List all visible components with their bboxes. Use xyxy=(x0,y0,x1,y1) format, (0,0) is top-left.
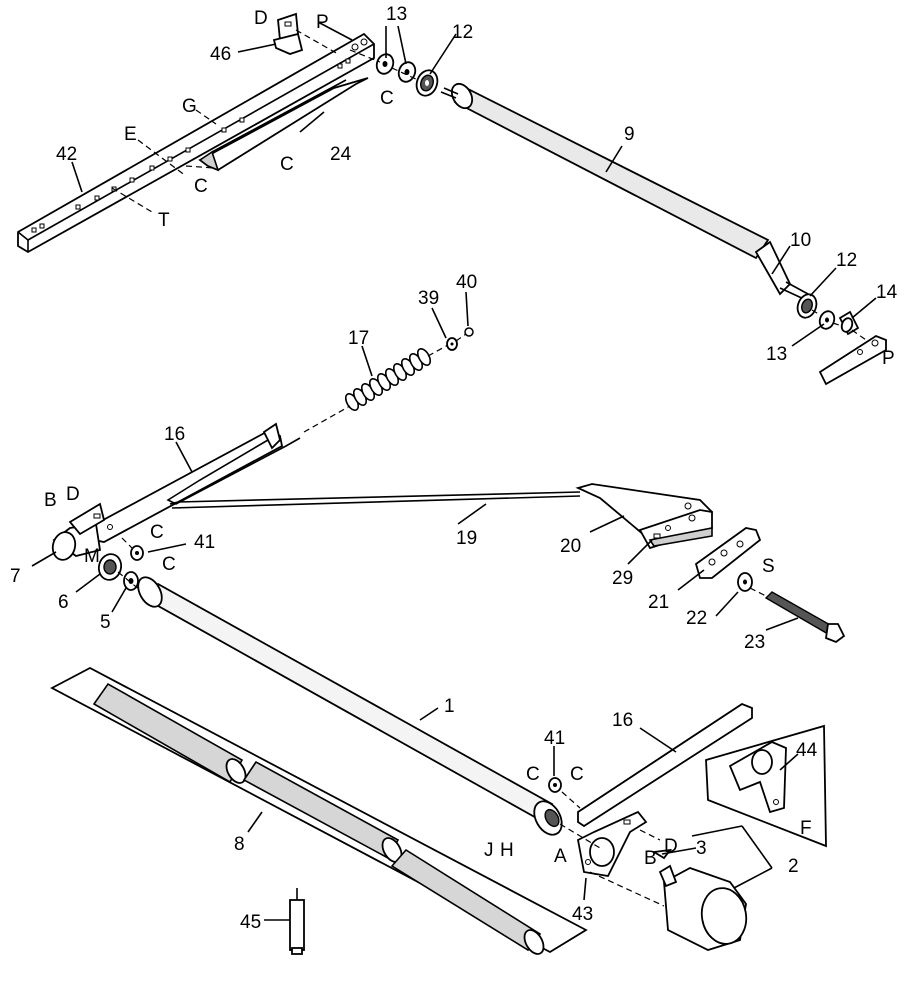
callout-5: 5 xyxy=(100,612,111,633)
letter-e: E xyxy=(124,124,137,145)
callout-21: 21 xyxy=(648,592,669,613)
callout-24: 24 xyxy=(330,144,352,165)
side-plate-right-partial xyxy=(818,334,887,386)
roller-9 xyxy=(440,82,809,301)
letter-t: T xyxy=(158,210,170,231)
callout-46: 46 xyxy=(210,44,231,65)
bearing-6 xyxy=(97,553,123,581)
callout-43: 43 xyxy=(572,904,593,925)
leader-lines xyxy=(31,21,877,921)
letter-c-top: C xyxy=(380,88,394,109)
spring-arm-16 xyxy=(91,422,301,543)
callout-44: 44 xyxy=(796,740,818,761)
letter-g: G xyxy=(182,96,197,117)
callout-2: 2 xyxy=(788,856,799,877)
callout-42: 42 xyxy=(56,144,77,165)
callout-12-top: 12 xyxy=(452,22,473,43)
letter-p-right: P xyxy=(882,348,895,369)
callout-16-bottom: 16 xyxy=(612,710,633,731)
letter-f: F xyxy=(800,818,812,839)
letter-c-left-lower: C xyxy=(162,554,176,575)
washer-13-top-a xyxy=(375,53,395,75)
bushing-14 xyxy=(838,310,860,336)
callout-20: 20 xyxy=(560,536,581,557)
callout-14: 14 xyxy=(876,282,898,303)
callout-8: 8 xyxy=(234,834,245,855)
callout-19: 19 xyxy=(456,528,477,549)
sleeve-8a xyxy=(92,682,247,784)
callout-41-left: 41 xyxy=(194,532,215,553)
callout-23: 23 xyxy=(744,632,765,653)
grease-tube-45 xyxy=(289,888,305,955)
letter-p-top: P xyxy=(316,12,329,33)
washer-13-top-b xyxy=(397,61,417,83)
callout-17: 17 xyxy=(348,328,369,349)
callout-1: 1 xyxy=(444,696,455,717)
letter-b-bottom: B xyxy=(644,848,657,869)
letter-c-scraper: C xyxy=(280,154,294,175)
callout-6: 6 xyxy=(58,592,69,613)
callout-10: 10 xyxy=(790,230,811,251)
letter-j: J xyxy=(484,840,494,861)
callout-22: 22 xyxy=(686,608,707,629)
bracket-20 xyxy=(575,483,714,550)
bearing-12-right xyxy=(796,293,818,319)
washer-13-right xyxy=(818,310,836,330)
letter-m: M xyxy=(84,546,100,567)
callout-9: 9 xyxy=(624,124,635,145)
sleeve-8b xyxy=(242,760,403,863)
callout-16-top: 16 xyxy=(164,424,185,445)
callout-45: 45 xyxy=(240,912,261,933)
letter-h: H xyxy=(500,840,514,861)
sleeve-8c xyxy=(390,848,545,955)
letter-d-left: D xyxy=(66,484,80,505)
callout-12-right: 12 xyxy=(836,250,857,271)
callout-numbers: 13 12 46 24 42 9 10 12 14 13 17 39 40 16… xyxy=(10,4,898,933)
plate-21 xyxy=(694,527,762,579)
callout-40: 40 xyxy=(456,272,477,293)
letter-a: A xyxy=(554,846,567,867)
callout-41-right: 41 xyxy=(544,728,565,749)
callout-13-right: 13 xyxy=(766,344,787,365)
letter-c-right-a: C xyxy=(526,764,540,785)
pin-40 xyxy=(464,327,474,337)
callout-letters: D P C G E C C T P B D M C C S C C J H A … xyxy=(44,8,895,869)
side-plate-42 xyxy=(17,32,375,254)
letter-s: S xyxy=(762,556,775,577)
letter-b-left: B xyxy=(44,490,57,511)
bushing-7 xyxy=(51,502,106,561)
rod-19 xyxy=(169,491,581,509)
letter-c-right-b: C xyxy=(570,764,584,785)
washer-41-left xyxy=(130,545,144,561)
callout-39: 39 xyxy=(418,288,439,309)
bracket-46 xyxy=(272,12,304,55)
washer-39 xyxy=(446,337,458,351)
callout-13-top: 13 xyxy=(386,4,407,25)
roller-1 xyxy=(137,576,563,836)
bolt-23 xyxy=(764,591,846,644)
callout-29: 29 xyxy=(612,568,633,589)
scraper-24 xyxy=(198,77,369,172)
callout-7: 7 xyxy=(10,566,21,587)
motor-2 xyxy=(658,864,748,951)
spring-17 xyxy=(344,348,432,411)
callout-3: 3 xyxy=(696,838,707,859)
arm-16-lower xyxy=(577,702,753,828)
box-8 xyxy=(50,666,588,955)
bearing-12-top xyxy=(415,69,439,97)
letter-c-left-upper: C xyxy=(150,522,164,543)
washer-41-right xyxy=(548,777,562,793)
letter-c-scraper-end: C xyxy=(194,176,208,197)
washer-22 xyxy=(737,572,753,592)
letter-d-top: D xyxy=(254,8,268,29)
letter-d-bottom: D xyxy=(664,836,678,857)
